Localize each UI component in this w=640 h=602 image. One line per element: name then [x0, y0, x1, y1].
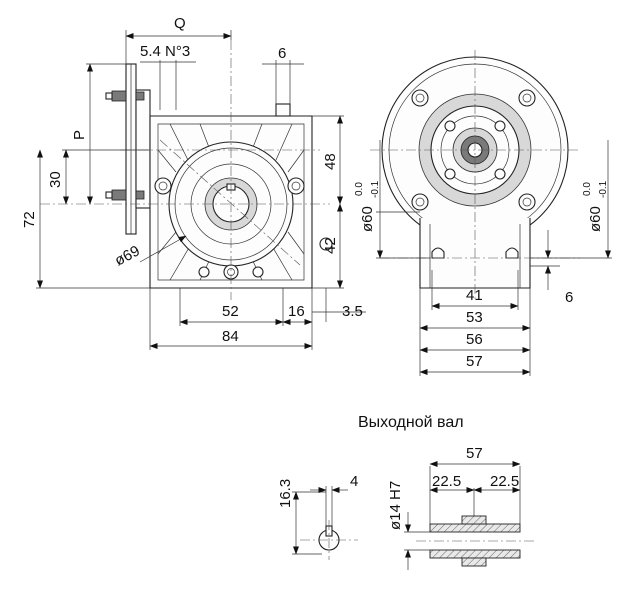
label-d60-left-tol-upper: 0.0 — [354, 182, 365, 196]
label-d60-right-tol-upper: 0.0 — [582, 182, 593, 196]
label-p: P — [71, 130, 88, 140]
label-d60-left-tol-lower: -0.1 — [370, 180, 381, 198]
label-d69: ø69 — [112, 242, 143, 269]
label-3-5: 3.5 — [342, 303, 363, 320]
label-top-six: 6 — [278, 45, 286, 62]
label-52: 52 — [222, 303, 239, 320]
label-22-5-right: 22.5 — [490, 473, 519, 490]
label-57: 57 — [466, 353, 483, 370]
label-q: Q — [174, 15, 186, 32]
label-d60-right: ø60 — [587, 206, 604, 232]
label-d60-right-tol-lower: -0.1 — [598, 180, 609, 198]
label-16-3: 16.3 — [277, 479, 294, 508]
front-centerlines — [40, 40, 330, 300]
label-16: 16 — [288, 303, 305, 320]
output-shaft-section — [292, 461, 534, 570]
label-41: 41 — [466, 287, 483, 304]
front-dimensions — [36, 30, 366, 350]
side-view — [370, 50, 612, 376]
label-48: 48 — [322, 153, 339, 170]
label-key-4: 4 — [350, 473, 358, 490]
label-42: 42 — [322, 237, 339, 254]
label-56: 56 — [466, 331, 483, 348]
label-84: 84 — [222, 328, 239, 345]
shaft-key-profile — [292, 486, 358, 560]
label-72: 72 — [21, 211, 38, 228]
label-22-5-left: 22.5 — [432, 473, 461, 490]
side-dimensions — [376, 140, 612, 376]
label-53: 53 — [466, 309, 483, 326]
label-side-six: 6 — [565, 289, 573, 306]
label-shaft-57: 57 — [466, 445, 483, 462]
front-view — [36, 30, 366, 350]
label-d60-left: ø60 — [359, 206, 376, 232]
label-30: 30 — [47, 171, 64, 188]
input-flange — [105, 63, 151, 235]
label-d14-h7: ø14 H7 — [387, 481, 404, 530]
gearbox-housing — [149, 103, 333, 289]
section-title: Выходной вал — [358, 414, 464, 431]
hollow-shaft-section — [404, 461, 534, 570]
label-thread: 5.4 N°3 — [140, 43, 190, 60]
